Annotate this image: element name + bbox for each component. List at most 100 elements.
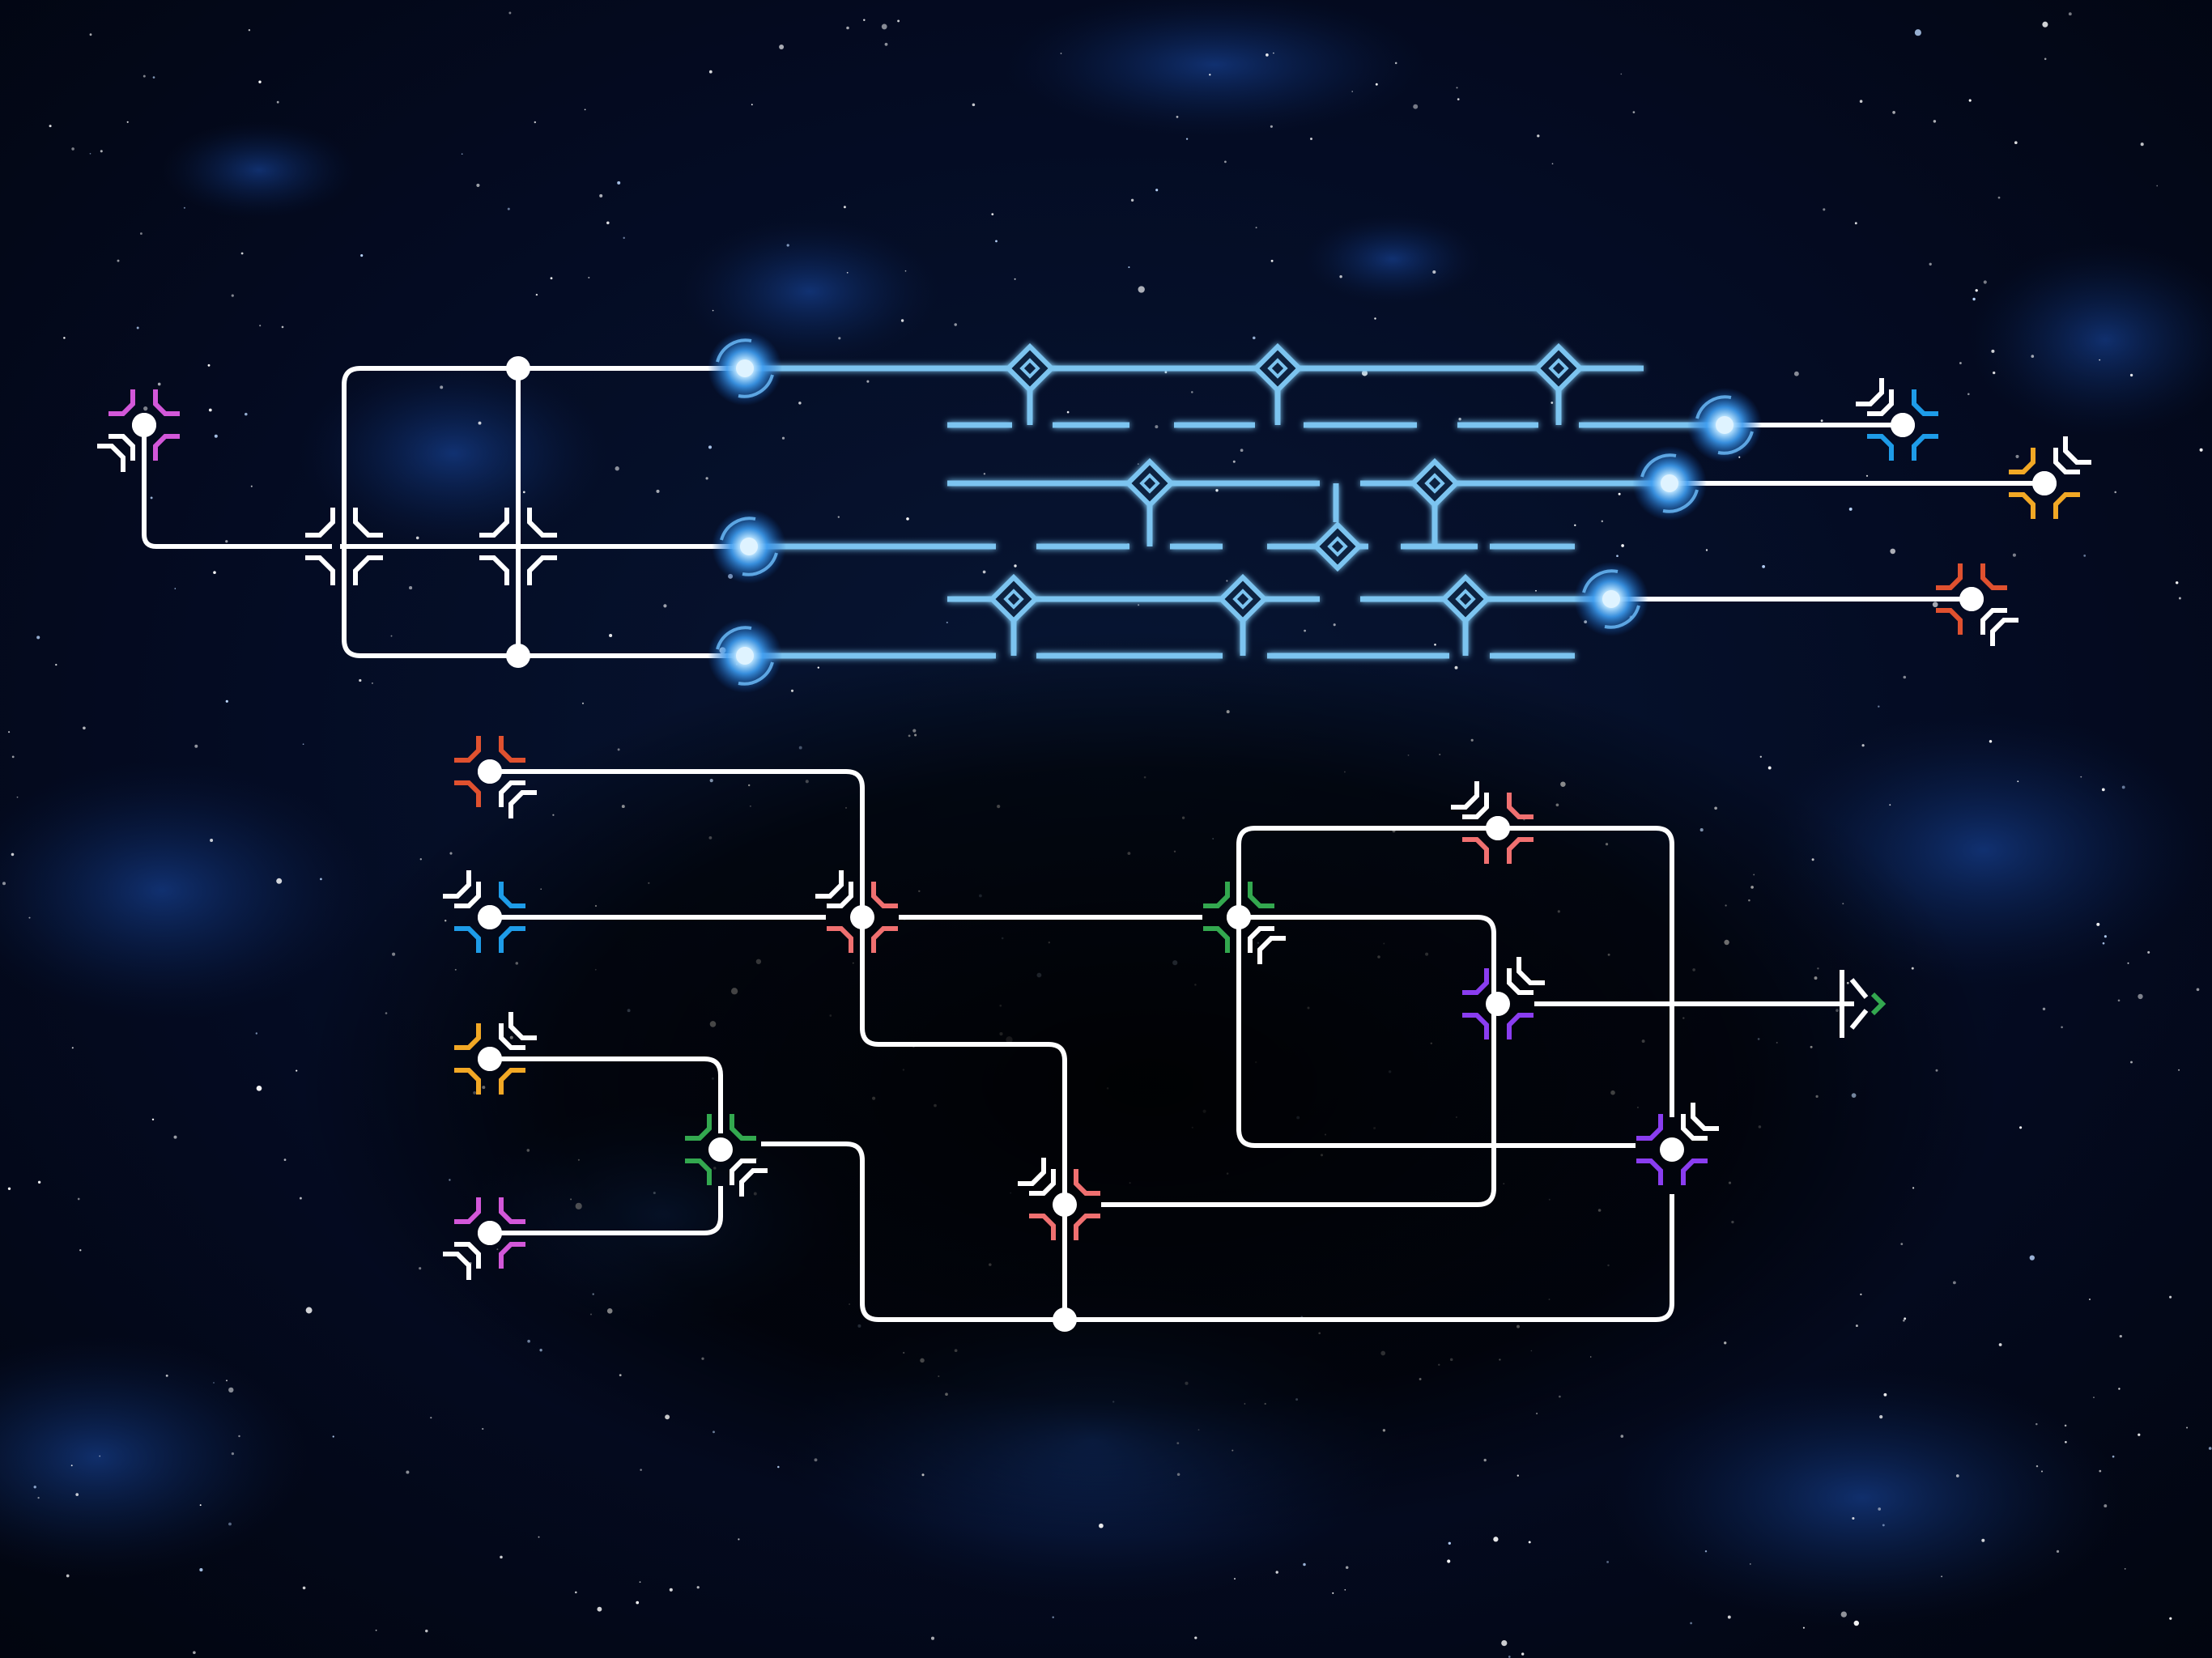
socket-icon[interactable] [443,1197,525,1280]
star [2042,1007,2046,1011]
star [982,570,986,574]
socket-icon[interactable] [1856,378,1938,461]
diamond-switch-icon[interactable] [1124,457,1176,509]
star [1255,227,1257,229]
inner-loop-wire[interactable] [1236,917,1636,1148]
star [2130,1061,2133,1064]
energy-orb-icon[interactable] [1632,446,1707,521]
star [954,323,957,326]
junction-node[interactable] [506,356,530,380]
big-loop-wire[interactable] [1236,826,1674,1117]
socket-icon[interactable] [454,1012,537,1095]
diamond-switch-icon[interactable] [1533,342,1585,394]
socket-bracket [871,882,898,908]
star [2029,1255,2035,1261]
energy-orb-icon[interactable] [712,509,786,584]
star [1432,270,1436,274]
star [165,1374,168,1377]
diamond-switch-icon[interactable] [1312,521,1363,572]
output-arrow-icon[interactable] [1840,970,1887,1038]
quad-splitter-icon[interactable] [305,508,383,585]
diamond-switch-icon[interactable] [1409,457,1461,509]
diamond-switch-icon[interactable] [1440,573,1491,625]
socket-icon[interactable] [1936,563,2018,646]
diamond-switch-icon[interactable] [988,573,1040,625]
star [126,121,129,123]
diamond-switch-icon[interactable] [1252,342,1304,394]
socket-pin [1053,1192,1077,1217]
star [55,663,57,666]
star [1224,160,1227,164]
energy-orb-icon[interactable] [1687,388,1762,462]
diamond-switch-icon[interactable] [1217,573,1269,625]
star [117,259,120,262]
gate-icon[interactable] [1203,882,1286,964]
gate-icon[interactable] [1018,1158,1100,1240]
socket-icon[interactable] [443,870,525,953]
star [1879,1415,1883,1419]
star [228,1522,232,1526]
star [1759,755,1762,758]
nebula-cloud [300,356,607,551]
diamond-outer [1533,342,1585,394]
star [296,1069,298,1072]
socket-icon[interactable] [2009,436,2091,519]
diamond-inner [1267,358,1288,379]
socket-pin [478,1221,502,1245]
gate-icon[interactable] [685,1114,768,1197]
gate-icon[interactable] [1462,957,1545,1039]
star [1457,98,1460,100]
socket-icon[interactable] [97,389,180,472]
star [83,726,86,730]
star [1968,99,1972,102]
star [1128,266,1130,269]
star [1574,524,1576,527]
socket-bracket [454,1068,481,1095]
gate-icon[interactable] [1636,1103,1719,1185]
socket-bracket [454,1197,481,1224]
star [258,80,262,83]
star [1137,463,1139,466]
splitter-arm [479,508,509,538]
star [1793,371,1799,376]
socket-icon[interactable] [454,736,537,818]
star [49,125,52,128]
energy-orb-icon[interactable] [1574,562,1648,636]
junction-node[interactable] [1053,1307,1077,1332]
source-wire[interactable] [142,425,332,549]
star [225,540,228,543]
star [798,402,802,405]
socket-bracket [1203,882,1230,908]
socket-bracket [153,389,180,416]
red-input-wire[interactable] [490,769,1067,1320]
star [640,1469,642,1471]
green-gate-out-wire[interactable] [761,1141,1674,1322]
socket-chevron [508,790,537,818]
quad-splitter-icon[interactable] [479,508,557,585]
socket-chevron [499,1023,525,1050]
socket-chevron [443,1252,471,1280]
diamond-switch-icon[interactable] [1004,342,1056,394]
star [409,586,413,590]
star [663,604,667,608]
star [2124,1568,2126,1570]
star [1501,1640,1508,1647]
splitter-loop-wire[interactable] [342,366,518,658]
star [2104,935,2107,938]
energy-orb-icon[interactable] [708,619,782,693]
diamond-inner [1003,589,1024,610]
star [231,1452,235,1456]
gate-icon[interactable] [815,870,898,953]
gate-icon[interactable] [1451,781,1534,864]
energy-orb-icon[interactable] [708,331,782,406]
socket-bracket [1248,882,1274,908]
salmon-low-gate-wire[interactable] [1101,915,1496,1207]
socket-chevron [1507,968,1534,995]
junction-node[interactable] [506,644,530,668]
star [240,252,244,255]
splitter-arm [353,555,383,585]
orange-input-wire[interactable] [490,1056,723,1133]
star [1997,196,2001,199]
magenta-input-wire[interactable] [490,1186,723,1235]
star [183,206,185,209]
